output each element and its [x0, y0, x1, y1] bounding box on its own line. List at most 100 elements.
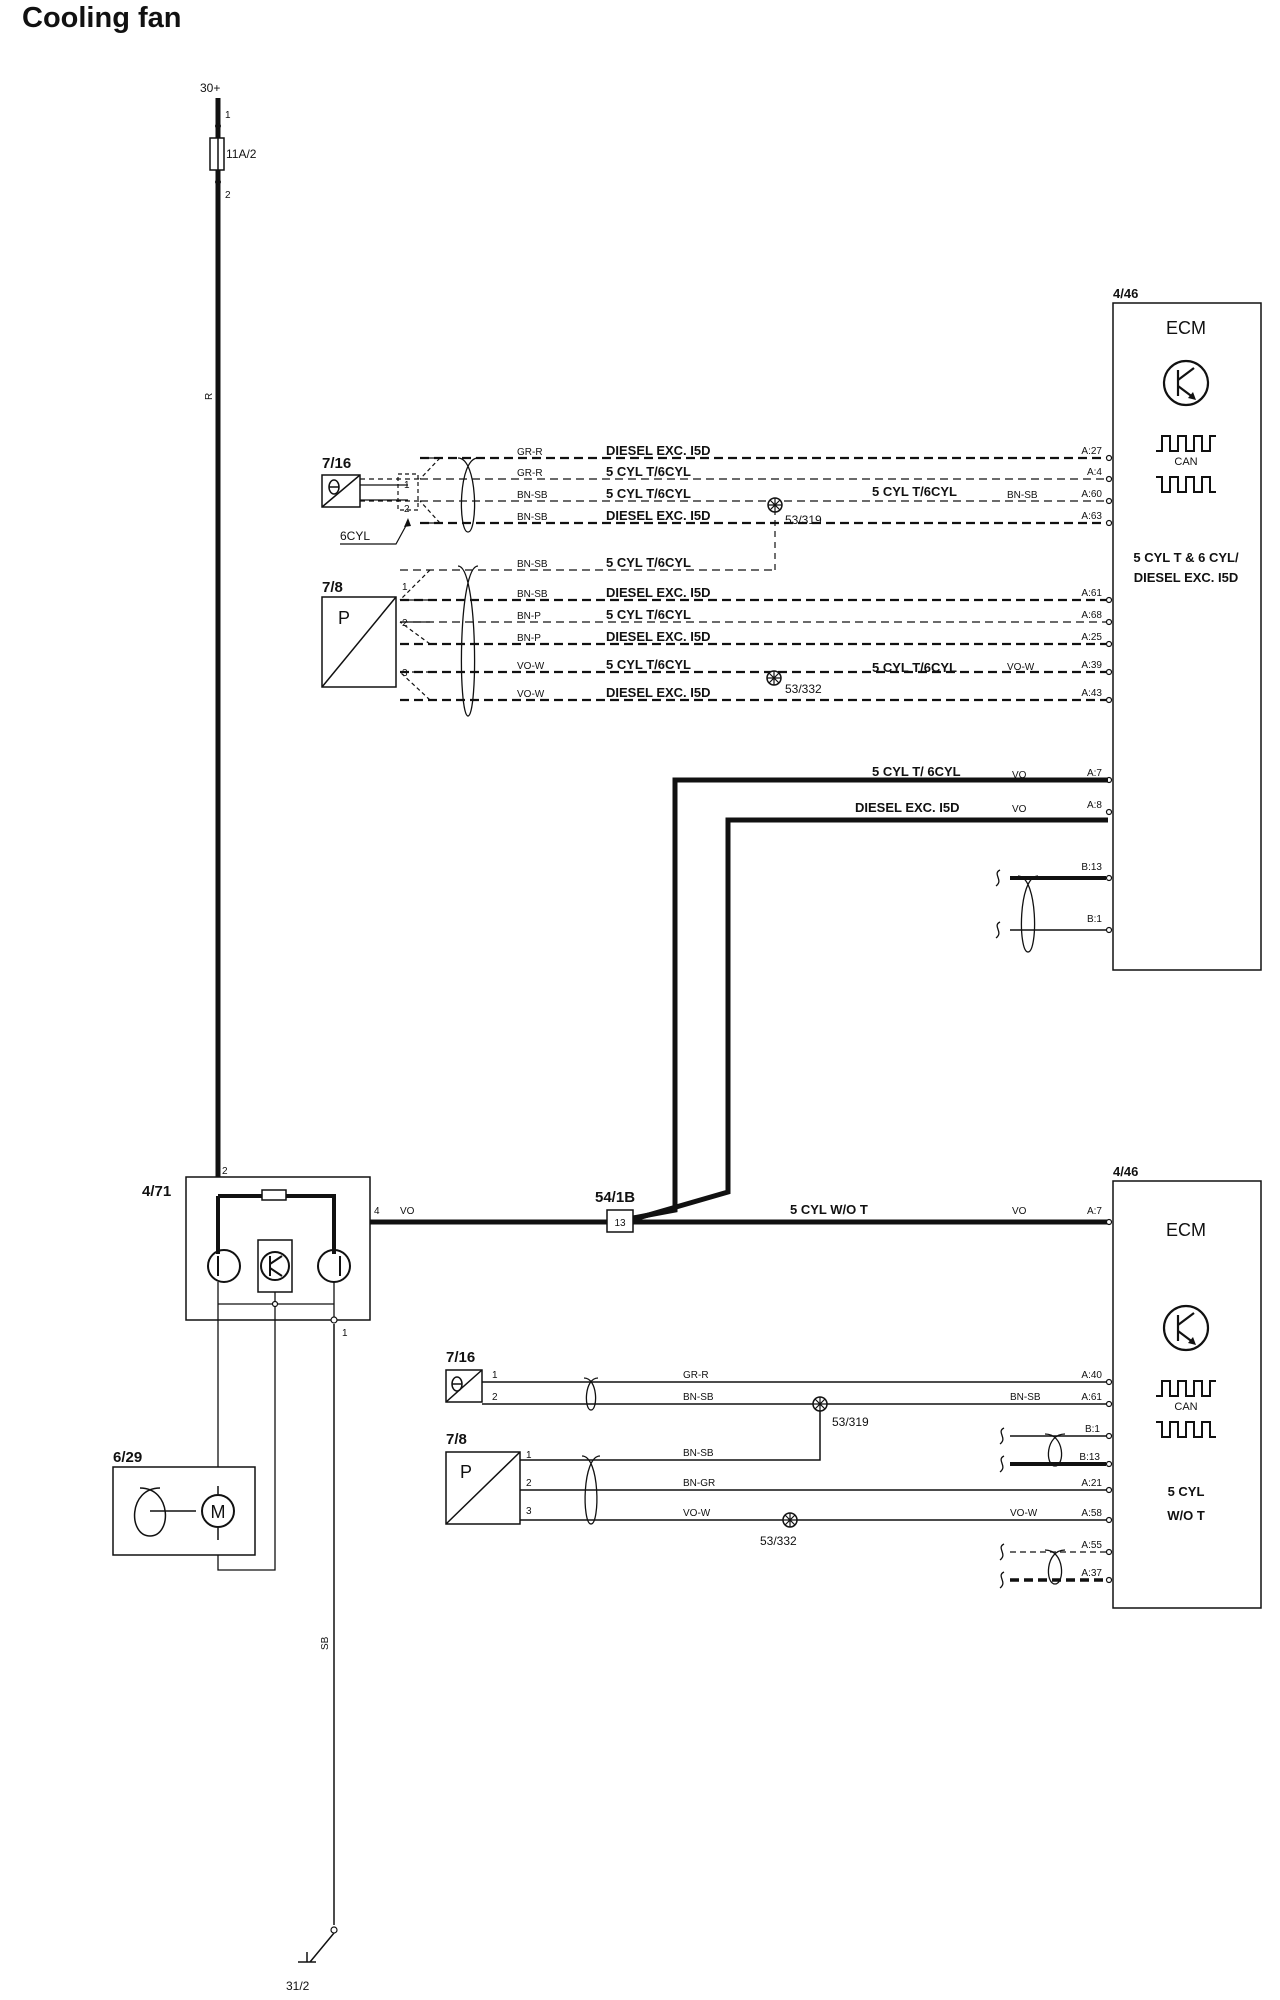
ecm-pin: A:63 [1081, 511, 1102, 522]
page-title: Cooling fan [22, 2, 182, 34]
connector-pin: 13 [614, 1218, 626, 1229]
wire-color: VO-W [683, 1508, 711, 1519]
ecm-pin: B:1 [1087, 914, 1102, 925]
wire-variant: 5 CYL T/6CYL [606, 657, 691, 672]
ecm-pin: A:61 [1081, 1392, 1102, 1403]
fan-blade-icon [133, 1487, 196, 1537]
power-wire-color: R [204, 393, 215, 400]
fuse [209, 137, 225, 171]
ecm-top-box [1112, 302, 1262, 971]
top-press-sensor-symbol: P [338, 608, 350, 628]
bottom-press-pin2: 2 [526, 1478, 532, 1489]
wire-color: BN-SB [517, 512, 548, 523]
bottom-press-pin3: 3 [526, 1506, 532, 1517]
wire-variant: DIESEL EXC. I5D [606, 629, 711, 644]
wire-variant: 5 CYL T/6CYL [606, 607, 691, 622]
wire-color: BN-SB [1010, 1392, 1041, 1403]
top-temp-sensor-code: 7/16 [322, 455, 351, 472]
wire-color: BN-GR [683, 1478, 715, 1489]
ecm-pin: B:1 [1085, 1424, 1100, 1435]
wire-variant: DIESEL EXC. I5D [606, 585, 711, 600]
splice-label: 53/332 [785, 682, 822, 696]
wire-color: VO-W [1010, 1508, 1038, 1519]
ecm-pin: A:25 [1081, 632, 1102, 643]
ecm-bottom-name: ECM [1166, 1220, 1206, 1240]
thermometer-icon [321, 474, 361, 508]
top-temp-connector [397, 473, 419, 511]
can-pulse-icon [1156, 1380, 1216, 1397]
ecm-pin: A:27 [1081, 446, 1102, 457]
bottom-temp-pin2: 2 [492, 1392, 498, 1403]
connector-54-1b [606, 1209, 634, 1233]
wire-color: GR-R [517, 468, 543, 479]
wire-color: BN-P [517, 611, 541, 622]
bottom-wires [482, 1381, 1106, 1521]
can-pulse-icon [1156, 435, 1216, 452]
wire-variant: DIESEL EXC. I5D [606, 443, 711, 458]
ecm-bottom-code: 4/46 [1113, 1164, 1138, 1179]
transistor-icon [1162, 1304, 1210, 1352]
signal-wire-color: VO [1012, 1206, 1027, 1217]
wire-color: VO-W [517, 689, 545, 700]
wire-color: BN-SB [517, 559, 548, 570]
power-supply-label: 30+ [200, 81, 220, 95]
wire-variant: DIESEL EXC. I5D [606, 685, 711, 700]
can-pulse-icon [1156, 1421, 1216, 1438]
wire-color: BN-SB [517, 589, 548, 600]
ecm-bottom-variant-1: 5 CYL [1168, 1484, 1205, 1499]
wire-color: GR-R [683, 1370, 709, 1381]
ecm-top-pin-dots [1105, 454, 1113, 934]
splice-label: 53/332 [760, 1534, 797, 1548]
wire-color: VO-W [1007, 662, 1035, 673]
fan-control-internals [207, 1189, 351, 1571]
splice-icon [812, 1396, 828, 1412]
signal-wire-variant: DIESEL EXC. I5D [855, 800, 960, 815]
ground-label: 31/2 [286, 1979, 310, 1993]
splice-icon [767, 497, 783, 513]
can-pulse-icon [1156, 476, 1216, 493]
fan-control-signal-color: VO [400, 1206, 415, 1217]
ecm-pin: B:13 [1079, 1452, 1100, 1463]
splice-icon [782, 1512, 798, 1528]
wire-color: VO-W [517, 661, 545, 672]
ecm-pin: A:60 [1081, 489, 1102, 500]
top-press-sensor-code: 7/8 [322, 579, 343, 596]
connector-code: 54/1B [595, 1189, 635, 1206]
fan-control-pin-signal: 4 [374, 1206, 380, 1217]
fan-control-pin-ground: 1 [342, 1328, 348, 1339]
bottom-temp-pin1: 1 [492, 1370, 498, 1381]
signal-wire-variant: 5 CYL T/ 6CYL [872, 764, 961, 779]
fuse-pin-in: 1 [225, 110, 231, 121]
transistor-icon [1162, 359, 1210, 407]
wire-variant: DIESEL EXC. I5D [606, 508, 711, 523]
bottom-wire-labels: GR-R BN-SB BN-SB BN-GR VO-W BN-SB VO-W [683, 1370, 1041, 1519]
ecm-pin: A:61 [1081, 588, 1102, 599]
signal-wire-color: VO [1012, 770, 1027, 781]
ecm-top-name: ECM [1166, 318, 1206, 338]
wire-color: BN-SB [517, 490, 548, 501]
fan-control-pin-power: 2 [222, 1166, 228, 1177]
ecm-pin: A:39 [1081, 660, 1102, 671]
top-press-pin3: 3 [402, 668, 408, 679]
ecm-bottom-pin-dots [1105, 1218, 1113, 1584]
ecm-bottom-variant-2: W/O T [1167, 1508, 1205, 1523]
bottom-press-sensor-symbol: P [460, 1462, 472, 1482]
wire-color: BN-SB [683, 1448, 714, 1459]
splice-icon [766, 670, 782, 686]
ecm-pin: A:7 [1087, 768, 1102, 779]
fuse-label: 11A/2 [226, 147, 257, 161]
wire-variant: 5 CYL T/6CYL [872, 660, 957, 675]
fan-control-code: 4/71 [142, 1183, 171, 1200]
ecm-pin: A:68 [1081, 610, 1102, 621]
top-press-pin1: 1 [402, 582, 408, 593]
twisted-pair-marker [457, 457, 479, 717]
ecm-top-pins: A:27 A:4 A:60 A:63 A:61 A:68 A:25 A:39 A… [1081, 446, 1102, 925]
ecm-pin: A:40 [1081, 1370, 1102, 1381]
ecm-top-code: 4/46 [1113, 286, 1138, 301]
wire-variant: 5 CYL T/6CYL [606, 555, 691, 570]
ecm-pin: A:58 [1081, 1508, 1102, 1519]
top-temp-note: 6CYL [340, 529, 370, 543]
fuse-pin-out: 2 [225, 190, 231, 201]
ecm-pin: A:37 [1081, 1568, 1102, 1579]
bottom-press-sensor-code: 7/8 [446, 1431, 467, 1448]
